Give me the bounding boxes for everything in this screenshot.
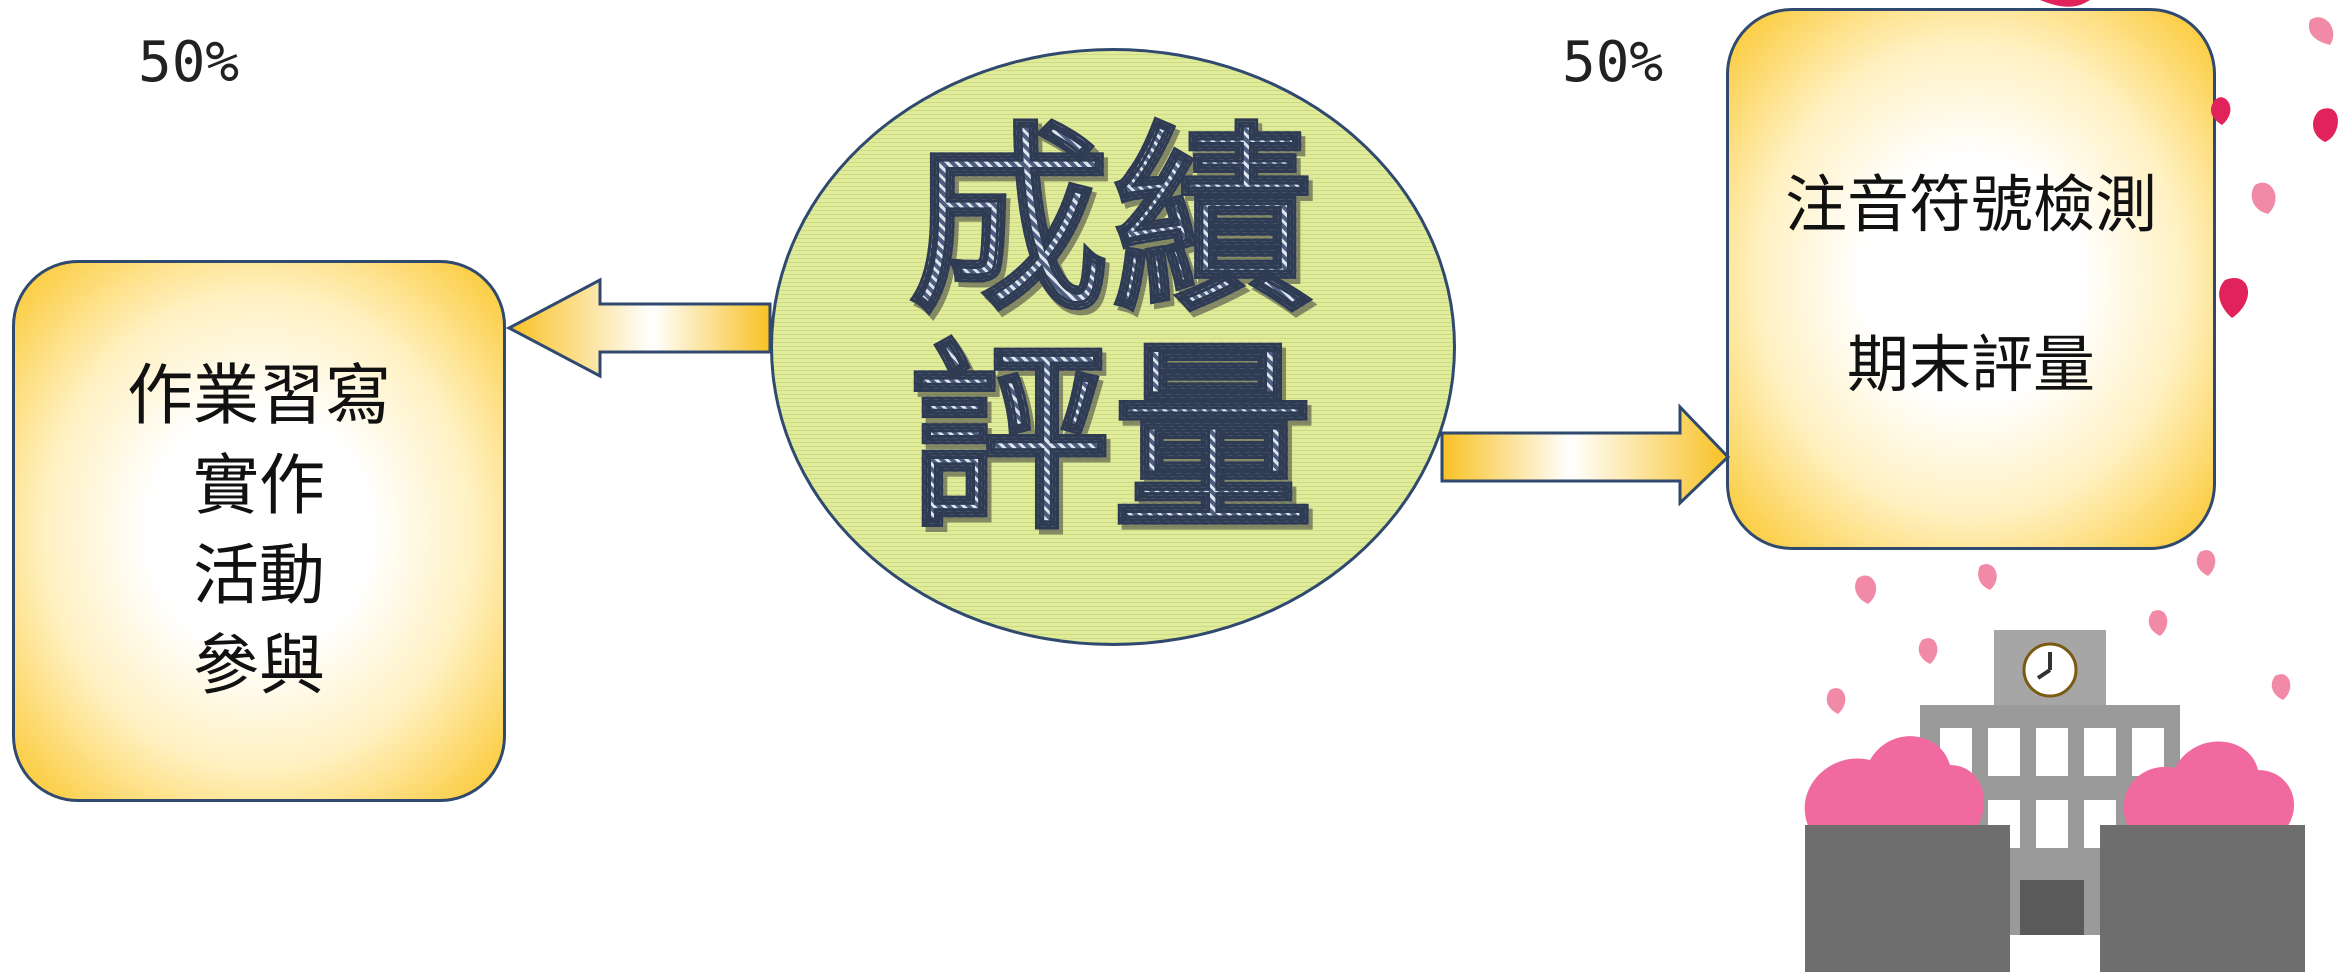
center-grade-ellipse: 成績 評量 xyxy=(770,48,1456,646)
left-item-homework: 作業習寫 xyxy=(127,357,391,434)
left-item-participation: 參與 xyxy=(193,627,325,704)
center-title-line1: 成績 xyxy=(773,121,1453,324)
assessment-box-left: 作業習寫 實作 活動 參與 xyxy=(12,260,506,802)
left-item-practice: 實作 xyxy=(193,447,325,524)
left-item-activity: 活動 xyxy=(193,537,325,614)
arrow-left-icon xyxy=(505,277,772,379)
percent-label-right: 50% xyxy=(1562,30,1664,95)
percent-label-left: 50% xyxy=(138,30,240,95)
right-item-final-exam: 期末評量 xyxy=(1846,328,2095,401)
right-item-phonetic-test: 注音符號檢測 xyxy=(1784,168,2157,241)
school-building-icon xyxy=(1804,630,2305,972)
arrow-right-icon xyxy=(1440,403,1731,507)
petal-icon xyxy=(1826,0,2338,714)
assessment-box-right: 注音符號檢測 期末評量 xyxy=(1726,8,2216,550)
center-title-line2: 評量 xyxy=(773,339,1453,542)
